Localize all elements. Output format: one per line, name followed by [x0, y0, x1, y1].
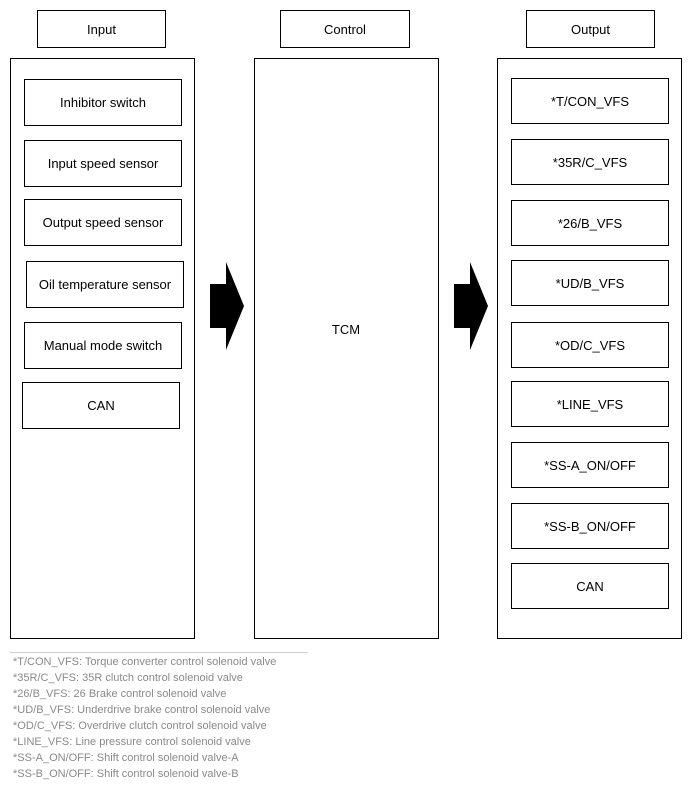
footnote-item: *26/B_VFS: 26 Brake control solenoid val… [13, 688, 227, 700]
input-item-can: CAN [22, 382, 180, 429]
footnote-item: *T/CON_VFS: Torque converter control sol… [13, 656, 277, 668]
footnote-list: *T/CON_VFS: Torque converter control sol… [13, 654, 276, 782]
input-item-output-speed-sensor: Output speed sensor [24, 199, 182, 246]
footnote-item: *SS-B_ON/OFF: Shift control solenoid val… [13, 768, 239, 780]
output-item-line-vfs: *LINE_VFS [511, 381, 669, 427]
output-item-tcon-vfs: *T/CON_VFS [511, 78, 669, 124]
tcm-label: TCM [331, 322, 361, 337]
footnote-item: *UD/B_VFS: Underdrive brake control sole… [13, 704, 271, 716]
input-item-input-speed-sensor: Input speed sensor [24, 140, 182, 187]
footnote-item: *SS-A_ON/OFF: Shift control solenoid val… [13, 752, 239, 764]
footnote-item: *35R/C_VFS: 35R clutch control solenoid … [13, 672, 243, 684]
output-item-ss-b-onoff: *SS-B_ON/OFF [511, 503, 669, 549]
footnote-divider [10, 652, 308, 653]
control-header: Control [280, 10, 410, 48]
footnote-item: *LINE_VFS: Line pressure control solenoi… [13, 736, 251, 748]
control-panel [254, 58, 439, 639]
footnote-item: *OD/C_VFS: Overdrive clutch control sole… [13, 720, 267, 732]
output-item-26b-vfs: *26/B_VFS [511, 200, 669, 246]
input-item-oil-temperature-sensor: Oil temperature sensor [26, 261, 184, 308]
input-header: Input [37, 10, 166, 48]
output-header: Output [526, 10, 655, 48]
input-item-manual-mode-switch: Manual mode switch [24, 322, 182, 369]
output-item-odc-vfs: *OD/C_VFS [511, 322, 669, 368]
input-item-inhibitor-switch: Inhibitor switch [24, 79, 182, 126]
control-to-output-arrow-icon [454, 262, 488, 350]
output-item-can: CAN [511, 563, 669, 609]
output-item-ss-a-onoff: *SS-A_ON/OFF [511, 442, 669, 488]
input-to-control-arrow-icon [210, 262, 244, 350]
output-item-35rc-vfs: *35R/C_VFS [511, 139, 669, 185]
output-item-udb-vfs: *UD/B_VFS [511, 260, 669, 306]
